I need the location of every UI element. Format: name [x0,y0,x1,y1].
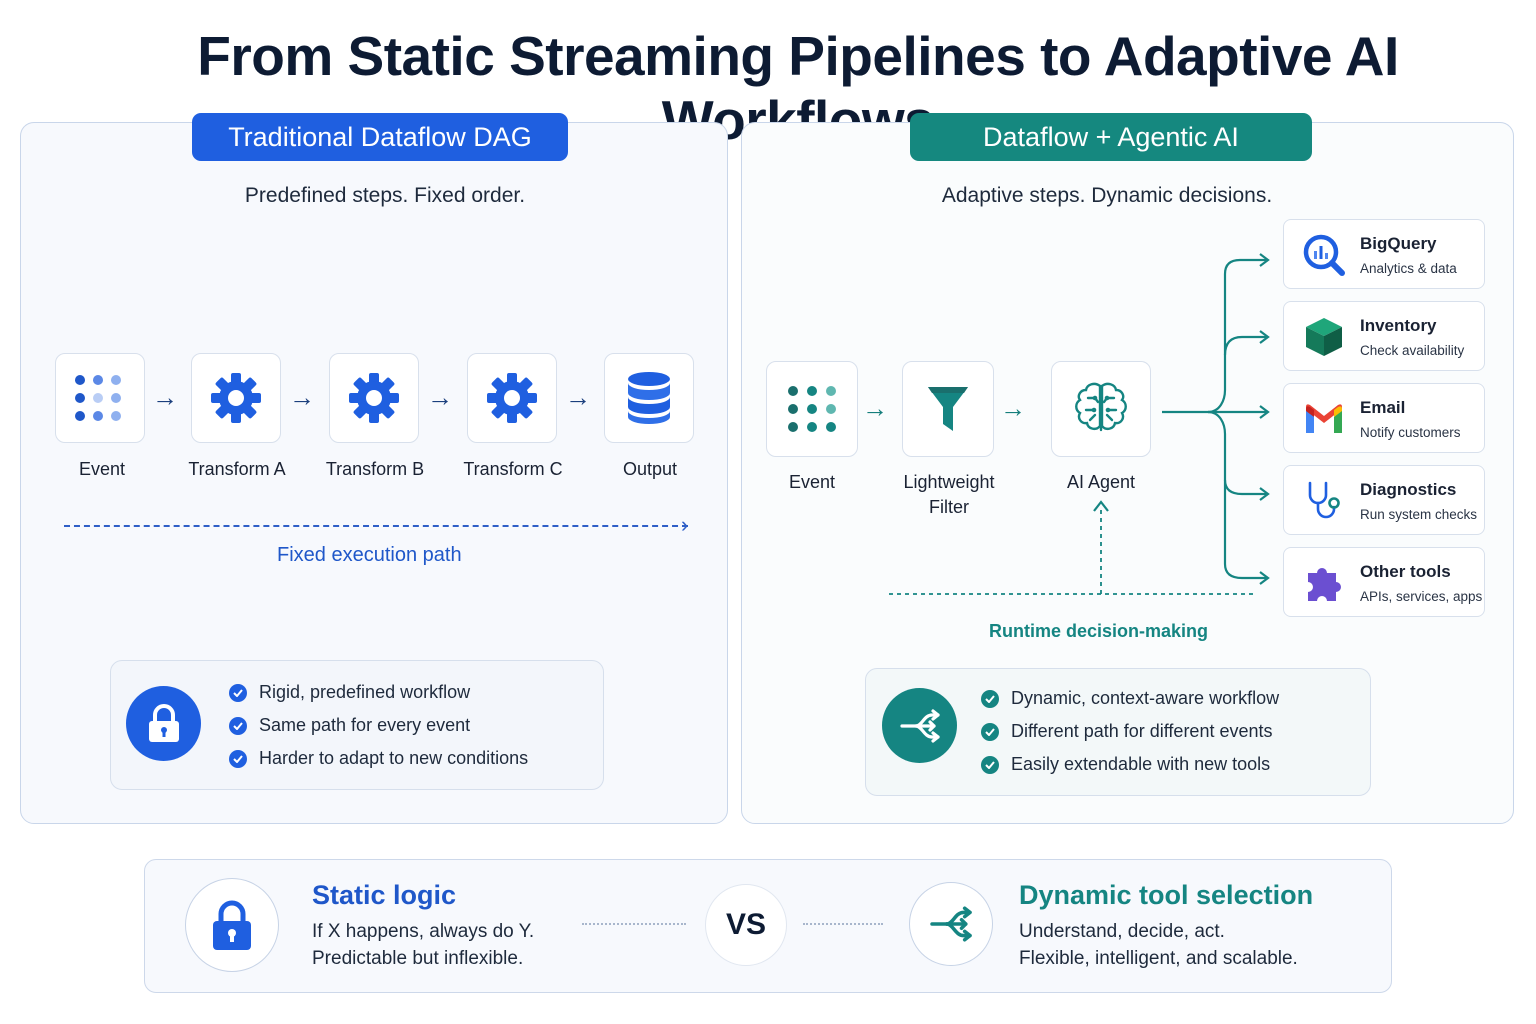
agentic-ai-badge: Dataflow + Agentic AI [910,113,1312,161]
arrow-6: → [1000,393,1026,423]
fixed-path-line [64,525,688,527]
list-item: Same path for every event [229,709,528,742]
dynamic-selection-title: Dynamic tool selection [1019,880,1314,910]
lock-badge [126,686,201,761]
cube-icon [1306,318,1342,356]
list-item: Rigid, predefined workflow [229,676,528,709]
share-branch-icon [930,906,972,942]
traditional-dag-badge: Traditional Dataflow DAG [192,113,568,161]
tool-name: Inventory [1360,316,1437,335]
vs-label: VS [725,908,767,941]
puzzle-icon [1308,568,1341,601]
check-icon [229,749,247,768]
gear-icon [487,373,537,423]
gear-icon [349,373,399,423]
tool-card-other-tools: Other tools APIs, services, apps [1283,547,1485,617]
gmail-icon [1306,404,1342,433]
stethoscope-icon [1308,481,1340,519]
left-subtitle: Predefined steps. Fixed order. [244,184,526,207]
lock-icon [148,703,179,742]
tool-name: Diagnostics [1360,480,1457,499]
list-item: Different path for different events [981,715,1279,748]
brain-icon [1075,382,1127,432]
tool-desc: APIs, services, apps [1360,589,1483,604]
list-item: Easily extendable with new tools [981,748,1279,781]
dots-grid-icon [788,386,836,432]
dynamic-selection-line-1: Understand, decide, act. [1019,921,1225,942]
node-output [604,353,694,443]
gear-icon [211,373,261,423]
arrow-2: → [289,382,315,412]
vs-badge: VS [705,884,787,966]
tool-card-diagnostics: Diagnostics Run system checks [1283,465,1485,535]
vs-dash-left [582,923,686,925]
tool-card-bigquery: BigQuery Analytics & data [1283,219,1485,289]
node-transform-a [191,353,281,443]
dots-grid-icon [75,375,121,421]
list-item: Dynamic, context-aware workflow [981,682,1279,715]
node-lightweight-filter [902,361,994,457]
node-event-right [766,361,858,457]
tool-desc: Notify customers [1360,425,1461,440]
tool-name: BigQuery [1360,234,1437,253]
tool-name: Email [1360,398,1406,417]
node-label-transform-a: Transform A [188,459,286,479]
arrow-3: → [427,382,453,412]
arrow-4: → [565,382,591,412]
dynamic-selection-line-2: Flexible, intelligent, and scalable. [1019,948,1298,969]
node-label-ai-agent: AI Agent [1066,472,1136,492]
fixed-path-arrowhead: › [681,512,689,537]
funnel-icon [928,387,968,431]
node-label-filter-1: Lightweight [903,472,995,492]
check-icon [229,683,247,702]
check-icon [981,689,999,708]
lock-icon [213,900,251,950]
tool-desc: Run system checks [1360,507,1478,522]
dynamic-branch-badge [909,882,993,966]
bigquery-icon [1303,234,1345,276]
left-points-list: Rigid, predefined workflow Same path for… [229,676,528,775]
tool-desc: Analytics & data [1360,261,1457,276]
check-icon [981,722,999,741]
fixed-path-label: Fixed execution path [277,544,462,566]
page-title: From Static Streaming Pipelines to Adapt… [197,25,1399,151]
share-branch-icon [899,708,940,743]
arrow-1: → [152,382,178,412]
right-subtitle: Adaptive steps. Dynamic decisions. [941,184,1273,207]
static-logic-line-1: If X happens, always do Y. [312,921,535,942]
node-label-event-right: Event [788,472,836,492]
agent-branch-connectors [1162,253,1270,585]
vs-dash-right [803,923,883,925]
list-item: Harder to adapt to new conditions [229,742,528,775]
runtime-label: Runtime decision-making [989,621,1209,641]
tool-desc: Check availability [1360,343,1465,358]
node-transform-c [467,353,557,443]
branch-badge [882,688,957,763]
static-logic-line-2: Predictable but inflexible. [312,948,524,969]
node-label-event-left: Event [78,459,126,479]
arrow-5: → [862,393,888,423]
runtime-feedback-line [889,500,1255,595]
tool-card-email: Email Notify customers [1283,383,1485,453]
static-lock-badge [185,878,279,972]
node-label-transform-c: Transform C [463,459,563,479]
right-points-list: Dynamic, context-aware workflow Differen… [981,682,1279,781]
node-ai-agent [1051,361,1151,457]
node-event-left [55,353,145,443]
node-label-filter-2: Filter [929,497,969,517]
tool-name: Other tools [1360,562,1451,581]
check-icon [981,755,999,774]
database-icon [628,372,670,424]
node-label-output: Output [622,459,678,479]
tool-card-inventory: Inventory Check availability [1283,301,1485,371]
node-transform-b [329,353,419,443]
check-icon [229,716,247,735]
static-logic-title: Static logic [312,880,457,910]
node-label-transform-b: Transform B [325,459,425,479]
